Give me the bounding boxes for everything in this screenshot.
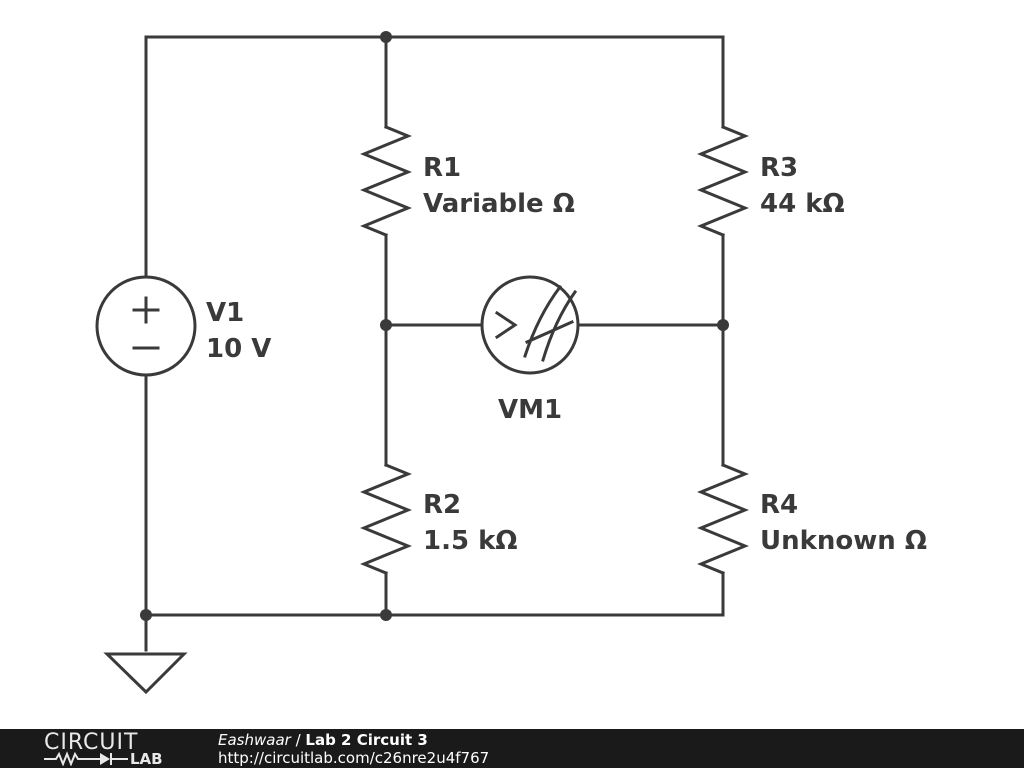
junction-node (717, 319, 729, 331)
r4-value-label: Unknown Ω (760, 526, 927, 556)
r3-name-label: R3 (760, 153, 798, 183)
r2-value-label: 1.5 kΩ (423, 526, 518, 556)
junction-node (380, 31, 392, 43)
circuit-title-link[interactable]: Lab 2 Circuit 3 (305, 731, 428, 749)
circuit-byline: Eashwaar / Lab 2 Circuit 3 (218, 731, 428, 749)
vm1-name-label: VM1 (498, 395, 562, 425)
circuitlab-logo-icon (44, 751, 128, 766)
circuit-url-link[interactable]: http://circuitlab.com/c26nre2u4f767 (218, 749, 490, 767)
resistor-r4[interactable] (697, 463, 749, 575)
r4-name-label: R4 (760, 490, 798, 520)
r3-value-label: 44 kΩ (760, 189, 845, 219)
plus-sign-icon (132, 296, 160, 324)
meter-needle-icon (525, 320, 574, 344)
voltmeter-vm1[interactable] (480, 275, 580, 375)
r1-value-label: Variable Ω (423, 189, 575, 219)
circuitlab-logo-subtext: LAB (130, 750, 163, 768)
author-link[interactable]: Eashwaar (218, 731, 291, 749)
circuit-schematic: V1 10 V R1 Variable Ω R2 1.5 kΩ R3 44 kΩ… (95, 31, 927, 695)
meter-scale-arc-icon (541, 289, 578, 362)
v1-name-label: V1 (206, 298, 244, 328)
resistor-r3[interactable] (697, 125, 749, 237)
ground-icon (103, 652, 188, 695)
junction-node (380, 609, 392, 621)
meter-scale-arc-icon (523, 284, 563, 358)
junction-node (380, 319, 392, 331)
resistor-r1[interactable] (360, 125, 412, 237)
circuitlab-logo-text[interactable]: CIRCUIT (44, 730, 139, 755)
resistor-r2[interactable] (360, 463, 412, 575)
byline-separator: / (290, 731, 306, 749)
r2-name-label: R2 (423, 490, 461, 520)
r1-name-label: R1 (423, 153, 461, 183)
v1-value-label: 10 V (206, 334, 271, 364)
meter-arrow-icon (494, 310, 518, 340)
junction-node (140, 609, 152, 621)
voltage-source-v1[interactable] (95, 275, 197, 377)
footer-bar: CIRCUIT LAB Eashwaar / Lab 2 Circuit 3 h… (0, 729, 1024, 768)
